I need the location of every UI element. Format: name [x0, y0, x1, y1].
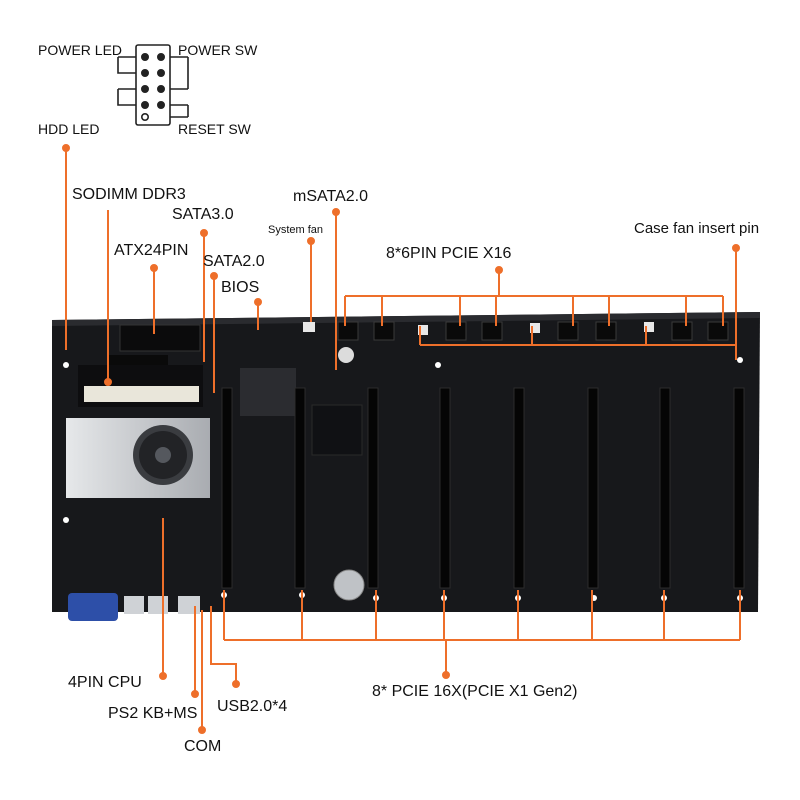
power-led-label: POWER LED [38, 42, 123, 58]
system-fan-label: System fan [268, 224, 324, 236]
pcie-slot [513, 387, 525, 589]
com-label: COM [184, 738, 222, 755]
sata3-label: SATA3.0 [172, 206, 234, 223]
cmos-battery [333, 569, 365, 601]
pcie-slot [659, 387, 671, 589]
leader-lines [62, 144, 741, 734]
cpu-4pin-label: 4PIN CPU [68, 674, 142, 691]
reset-sw-label: RESET SW [178, 121, 251, 137]
pcie-slot [587, 387, 599, 589]
msata-standoff [338, 347, 354, 363]
sodimm-slot [78, 355, 203, 407]
pcie-6pin-connectors [337, 321, 729, 341]
ps2-label: PS2 KB+MS [108, 705, 198, 722]
power-sw-label: POWER SW [178, 42, 258, 58]
pcie-slots-label: 8* PCIE 16X(PCIE X1 Gen2) [372, 683, 578, 700]
case-fan-label: Case fan insert pin [634, 220, 760, 237]
pcie-slot [733, 387, 745, 589]
atx24-label: ATX24PIN [114, 242, 189, 259]
pcie-slot [294, 387, 306, 589]
pcie-slot [367, 387, 379, 589]
io-ports [68, 593, 200, 621]
atx24-connector [119, 324, 201, 352]
chipset-heatsink [240, 368, 296, 416]
cpu-heatsink [66, 418, 210, 498]
front-panel-header-diagram [117, 44, 189, 126]
sodimm-label: SODIMM DDR3 [72, 186, 186, 203]
usb-label: USB2.0*4 [217, 698, 288, 715]
pcie-slots [221, 387, 745, 589]
bios-label: BIOS [221, 279, 260, 296]
fan-headers [303, 322, 654, 335]
pcie-power-label: 8*6PIN PCIE X16 [386, 245, 512, 262]
sata2-label: SATA2.0 [203, 253, 265, 270]
msata-label: mSATA2.0 [293, 188, 368, 205]
pcie-slot [439, 387, 451, 589]
msata-slot [311, 404, 363, 456]
pcie-slot [221, 387, 233, 589]
hdd-led-label: HDD LED [38, 121, 100, 137]
